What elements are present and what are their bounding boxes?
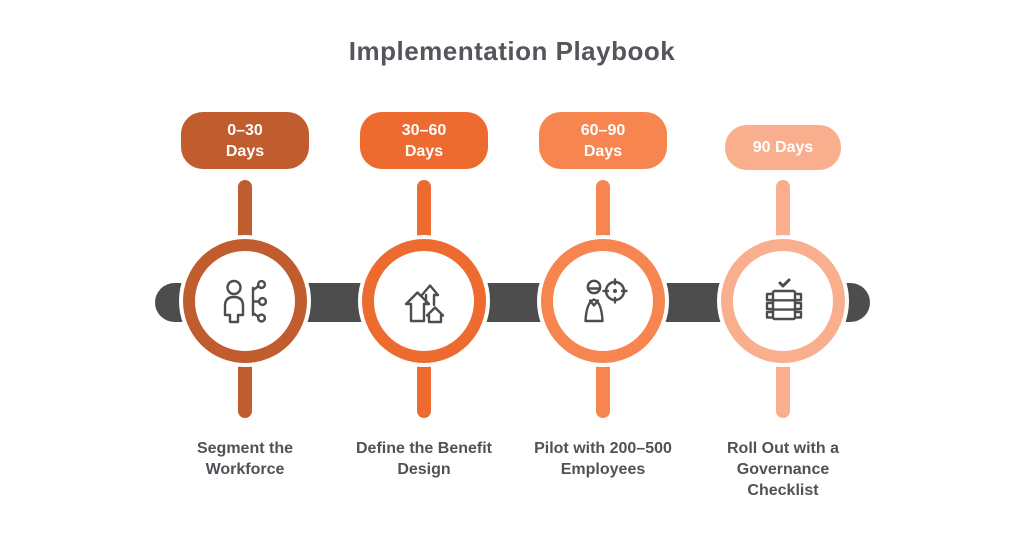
stage-3-top-connector: [596, 180, 610, 246]
stage-3-node: [541, 239, 665, 363]
stage-2-bottom-connector: [417, 356, 431, 418]
stage-3-column: 60–90 Days Pilot with 200–500 Employees: [511, 0, 695, 536]
stage-4-column: 90 Days Roll Out with a Governance Check…: [691, 0, 875, 536]
person-target-icon: [584, 278, 628, 323]
stage-3-bottom-connector: [596, 356, 610, 418]
stage-2-column: 30–60 Days Define the Benefit Design: [332, 0, 516, 536]
stage-4-top-connector: [776, 180, 790, 246]
page-title: Implementation Playbook: [348, 36, 676, 66]
stage-4-period-badge: 90 Days: [725, 125, 841, 170]
stage-1-column: 0–30 Days Segment the Workforce: [153, 0, 337, 536]
stage-1-period-badge: 0–30 Days: [181, 112, 309, 169]
stage-2-node: [362, 239, 486, 363]
stage-4-label: Roll Out with a Governance Checklist: [727, 440, 839, 499]
stage-3-period-badge: 60–90 Days: [539, 112, 667, 169]
person-segments-icon: [223, 279, 268, 324]
stage-1-node: [183, 239, 307, 363]
stage-1-top-connector: [238, 180, 252, 246]
stage-4-node: [721, 239, 845, 363]
stage-1-bottom-connector: [238, 356, 252, 418]
stage-1-label: Segment the Workforce: [196, 440, 293, 478]
stage-2-top-connector: [417, 180, 431, 246]
growth-arrows-icon: [404, 284, 445, 324]
stage-2-label: Define the Benefit Design: [355, 440, 492, 478]
rollout-checklist-icon: [765, 278, 803, 321]
stage-4-bottom-connector: [776, 356, 790, 418]
stage-3-label: Pilot with 200–500 Employees: [534, 440, 672, 478]
stage-2-period-badge: 30–60 Days: [360, 112, 488, 169]
